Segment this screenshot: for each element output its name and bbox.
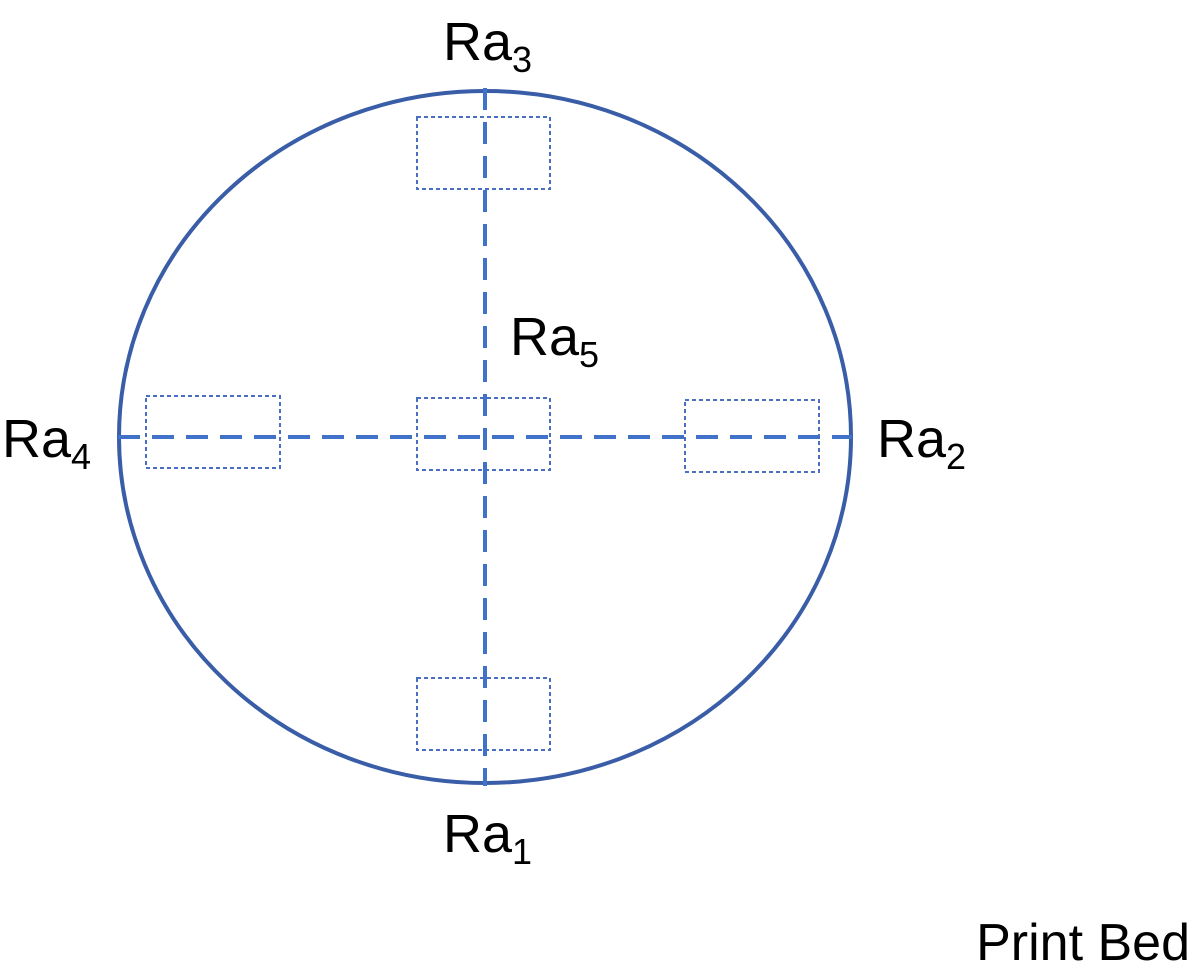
label-ra4-base: Ra xyxy=(2,409,72,469)
sample-box-ra5 xyxy=(416,397,551,471)
label-ra1: Ra1 xyxy=(443,804,532,872)
sample-box-ra2 xyxy=(684,399,820,473)
label-ra3-sub: 3 xyxy=(512,39,532,80)
label-ra4: Ra4 xyxy=(2,409,91,477)
label-ra5-base: Ra xyxy=(510,307,580,367)
label-ra3-base: Ra xyxy=(443,12,513,72)
sample-box-ra4 xyxy=(145,395,281,469)
label-ra2-base: Ra xyxy=(877,409,947,469)
label-ra5: Ra5 xyxy=(510,307,599,375)
label-ra1-sub: 1 xyxy=(512,831,532,872)
print-bed-caption: Print Bed xyxy=(976,914,1190,972)
sample-box-ra1 xyxy=(416,677,551,751)
label-ra2-sub: 2 xyxy=(946,436,966,477)
label-ra5-sub: 5 xyxy=(579,334,599,375)
label-ra1-base: Ra xyxy=(443,804,513,864)
label-ra2: Ra2 xyxy=(877,409,966,477)
label-ra4-sub: 4 xyxy=(71,436,91,477)
label-ra3: Ra3 xyxy=(443,12,532,80)
sample-box-ra3 xyxy=(416,116,551,190)
